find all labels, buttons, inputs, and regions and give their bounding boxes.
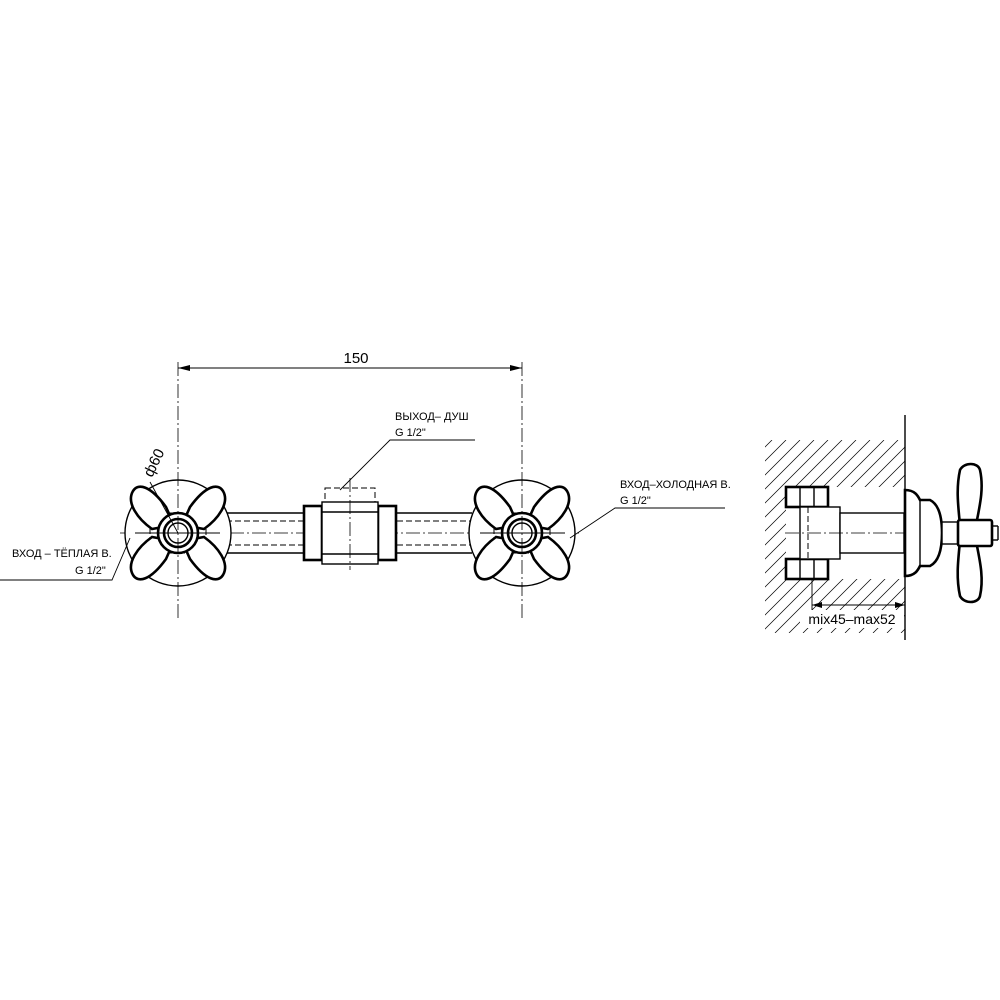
depth-value: mix45–max52 — [808, 611, 895, 627]
hatch-line — [844, 572, 905, 633]
front-view: 150 ф60 ВЫХОД– ДУШ G 1/2" ВХОД–ХОЛОДНАЯ … — [0, 350, 731, 620]
warm-inlet-callout: ВХОД – ТЁПЛАЯ В. G 1/2" — [0, 537, 131, 581]
hatch-line — [765, 440, 871, 546]
hatch-line — [765, 440, 829, 504]
outlet-callout: ВЫХОД– ДУШ G 1/2" — [339, 411, 475, 491]
hatch-line — [565, 440, 758, 633]
side-view: mix45–max52 — [565, 415, 999, 640]
warm-inlet-thread: G 1/2" — [75, 565, 106, 577]
depth-dimension: mix45–max52 — [800, 579, 905, 628]
hatch-line — [765, 440, 815, 490]
tee-fitting — [302, 478, 398, 570]
handle-side — [903, 462, 999, 604]
hatch-line — [816, 544, 905, 633]
outlet-name: ВЫХОД– ДУШ — [395, 411, 469, 423]
cold-inlet-thread: G 1/2" — [620, 495, 651, 507]
hatch-line — [765, 440, 787, 462]
hatch-line — [858, 586, 905, 633]
hatch-line — [830, 558, 905, 633]
cold-valve — [468, 362, 576, 620]
hatch-line — [765, 440, 801, 476]
cold-inlet-name: ВХОД–ХОЛОДНАЯ В. — [620, 479, 731, 491]
hatch-line — [765, 440, 773, 448]
diameter-value: ф60 — [140, 446, 168, 480]
hatch-line — [765, 440, 857, 532]
cold-inlet-callout: ВХОД–ХОЛОДНАЯ В. G 1/2" — [569, 479, 731, 539]
warm-valve — [124, 362, 232, 620]
spacing-dimension: 150 — [178, 350, 522, 371]
spacing-value: 150 — [343, 350, 368, 367]
warm-inlet-name: ВХОД – ТЁПЛАЯ В. — [12, 548, 112, 560]
outlet-thread: G 1/2" — [395, 427, 426, 439]
hatch-line — [765, 440, 843, 518]
